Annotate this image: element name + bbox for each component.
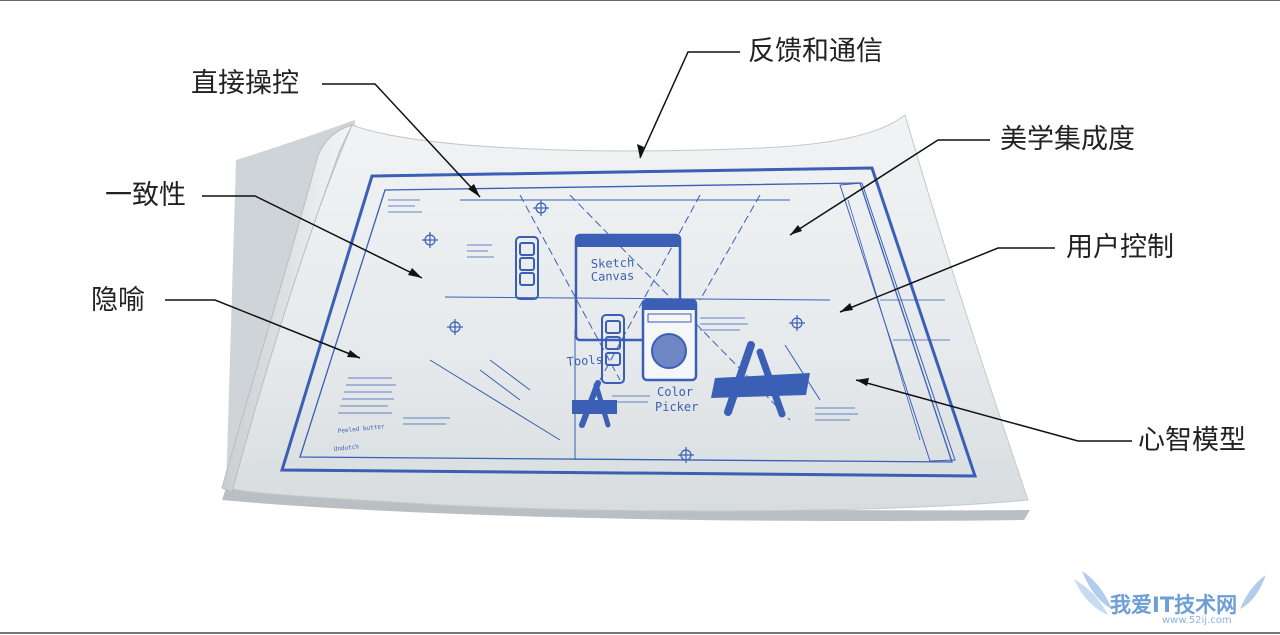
label-consistency: 一致性 — [105, 180, 186, 211]
blueprint-sketch-canvas-line1: Sketch — [591, 255, 635, 271]
wings-logo-icon — [1074, 571, 1266, 615]
label-metaphor: 隐喻 — [91, 285, 145, 316]
blueprint-notes — [338, 199, 858, 425]
label-user-control: 用户控制 — [1066, 232, 1174, 263]
blueprint-note-left2: Undutch — [333, 443, 359, 453]
tools-palette — [515, 236, 625, 384]
crosshair-targets — [422, 200, 805, 463]
callout-arrowheads — [347, 144, 869, 386]
label-aesthetic-integrity: 美学集成度 — [1000, 124, 1135, 155]
label-feedback-communication: 反馈和通信 — [748, 36, 883, 67]
pencil-brush-icon-right — [711, 341, 810, 418]
blueprint-note-left: Peeled butter — [337, 423, 385, 435]
pencil-brush-icon-left — [572, 380, 617, 428]
paper-curl-left — [221, 124, 353, 493]
blueprint-color-picker-line1: Color — [657, 385, 693, 399]
blueprint-sketch-canvas-line2: Canvas — [591, 268, 635, 284]
color-picker-window — [641, 298, 698, 382]
sketch-canvas-window — [574, 233, 682, 342]
watermark-url: www.52ij.com — [1162, 615, 1232, 626]
label-direct-manipulation: 直接操控 — [191, 68, 299, 99]
label-mental-model: 心智模型 — [1138, 425, 1246, 456]
blueprint-frame — [279, 166, 978, 478]
top-border — [0, 0, 1280, 1]
callout-leaders — [165, 51, 1132, 442]
watermark-title: 我爱IT技术网 — [1110, 593, 1238, 617]
bottom-border — [0, 632, 1280, 634]
blueprint-color-picker-line2: Picker — [655, 400, 698, 414]
watermark: 我爱IT技术网 www.52ij.com — [1070, 565, 1275, 631]
blueprint-tools-label: Tools — [566, 353, 603, 369]
